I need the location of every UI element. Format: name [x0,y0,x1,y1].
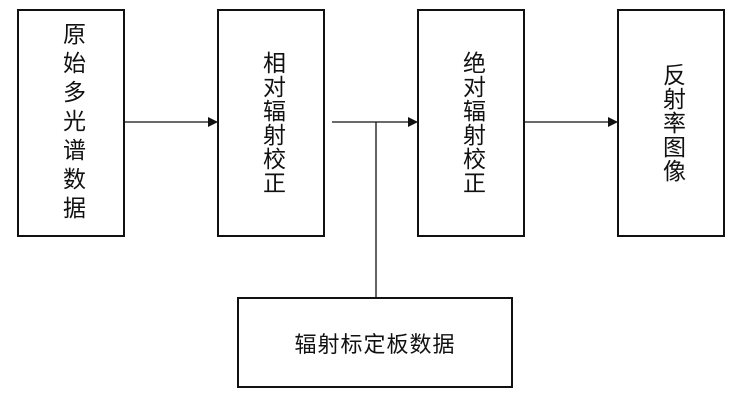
node-relative-radiometric-correction: 相对辐射校正 [217,9,325,237]
node-label: 绝对辐射校正 [458,51,485,195]
node-label: 原始多光谱数据 [58,21,85,225]
node-label: 辐射标定板数据 [294,332,456,358]
node-absolute-radiometric-correction: 绝对辐射校正 [417,9,525,237]
node-calibration-panel-data: 辐射标定板数据 [237,297,513,388]
node-reflectance-image: 反射率图像 [617,9,725,237]
node-label: 反射率图像 [658,63,685,183]
node-label: 相对辐射校正 [258,51,285,195]
node-raw-multispectral-data: 原始多光谱数据 [17,9,125,237]
